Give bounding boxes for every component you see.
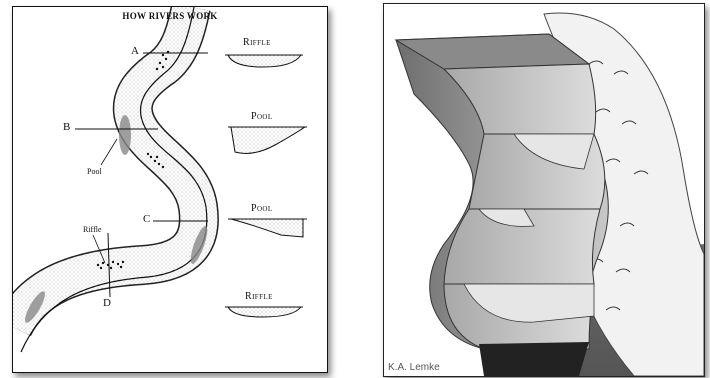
channel-block-diagram: K.A. Lemke [383, 3, 705, 377]
profile-riffle-top [228, 55, 301, 67]
section-label-pool-b: Pool [251, 111, 273, 122]
section-label-riffle-a: Riffle [243, 37, 271, 48]
pool-annotation: Pool [87, 167, 102, 176]
diagram-title: HOW RIVERS WORK [13, 11, 327, 21]
marker-c: C [143, 213, 150, 225]
pool-leader [101, 139, 117, 165]
profile-pool-b [231, 127, 305, 153]
cross-section-profiles [225, 55, 307, 317]
marker-b: B [63, 121, 70, 133]
riffle-annotation: Riffle [83, 225, 102, 234]
how-rivers-work-diagram: HOW RIVERS WORK A B C D Riffle Pool Pool… [12, 6, 328, 373]
section-label-riffle-d: Riffle [245, 291, 273, 302]
block-diagram-illustration [384, 4, 704, 376]
pool-shading [119, 115, 131, 155]
marker-a: A [131, 45, 139, 57]
profile-riffle-bottom [228, 307, 301, 317]
image-credit: K.A. Lemke [388, 362, 440, 373]
channel-water [479, 342, 589, 376]
river-plan-view [13, 7, 327, 372]
section-label-pool-c: Pool [251, 203, 273, 214]
profile-pool-c [231, 219, 303, 237]
marker-d: D [103, 297, 111, 309]
